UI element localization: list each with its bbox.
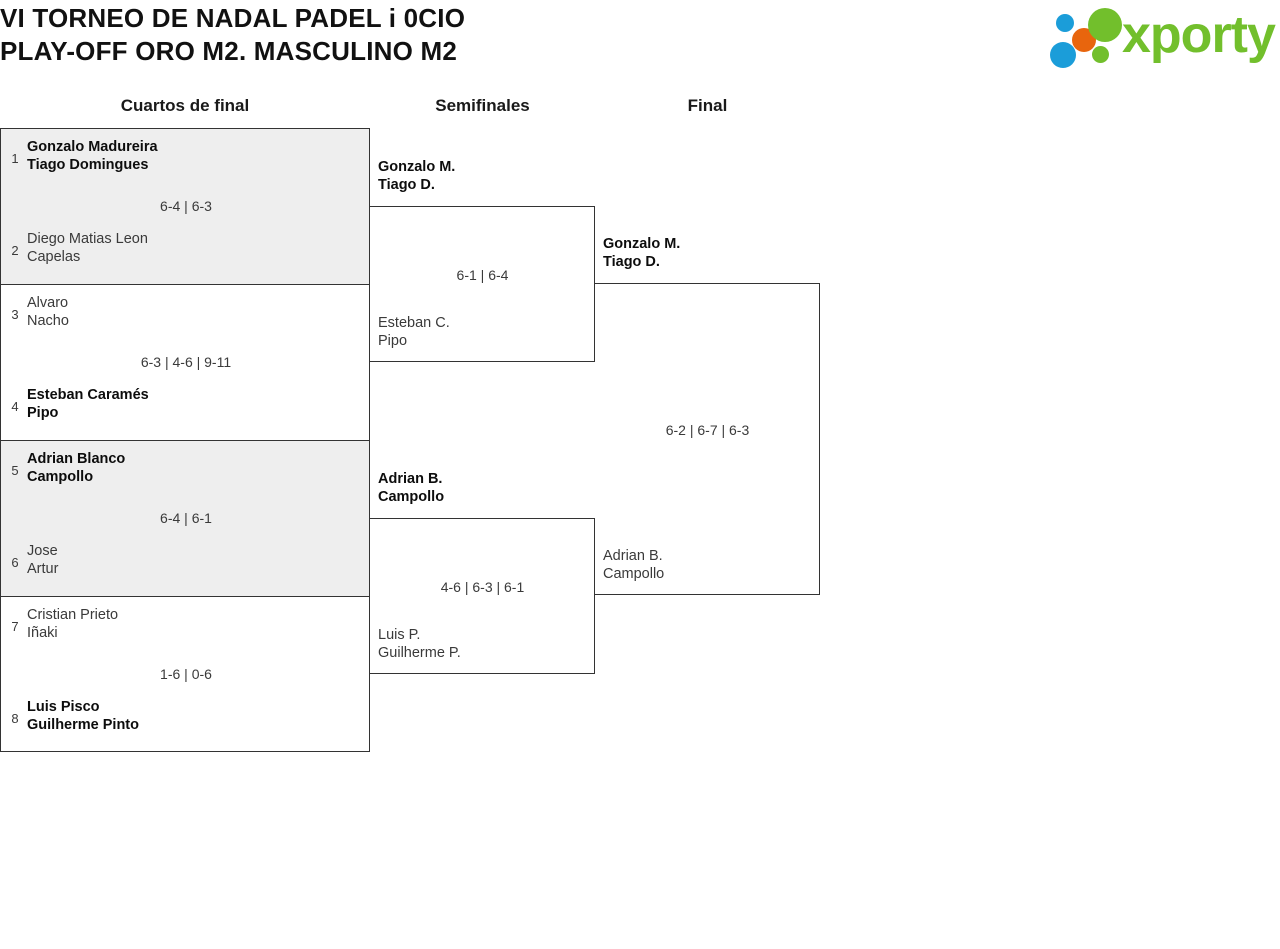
logo-dot-green-small: [1092, 46, 1109, 63]
logo-dots-icon: [1050, 6, 1128, 68]
match-slot-top[interactable]: Gonzalo M. Tiago D.: [378, 158, 588, 194]
match-score: 4-6 | 6-3 | 6-1: [440, 579, 525, 595]
page-title: VI TORNEO DE NADAL PADEL i 0CIO: [0, 3, 466, 33]
player-name-1: Gonzalo M.: [378, 159, 456, 175]
match-slot-bottom[interactable]: 2 Diego Matias Leon Capelas: [1, 230, 371, 276]
player-names: Adrian Blanco Campollo: [27, 450, 357, 486]
match-quarterfinal-1[interactable]: 1 Gonzalo Madureira Tiago Domingues 6-4 …: [0, 128, 370, 284]
page-header: VI TORNEO DE NADAL PADEL i 0CIO PLAY-OFF…: [0, 0, 1280, 88]
player-name-1: Gonzalo Madureira: [27, 139, 158, 155]
player-name-1: Jose: [27, 543, 58, 559]
player-name-2: Capelas: [27, 249, 81, 265]
round-header-semifinals: Semifinales: [435, 96, 530, 115]
player-name-2: Tiago D.: [378, 177, 435, 193]
match-slot-bottom[interactable]: Esteban C. Pipo: [378, 314, 588, 350]
player-names: Esteban Caramés Pipo: [27, 386, 357, 422]
player-names: Cristian Prieto Iñaki: [27, 606, 357, 642]
match-slot-bottom[interactable]: 8 Luis Pisco Guilherme Pinto: [1, 698, 371, 744]
match-slot-top[interactable]: 7 Cristian Prieto Iñaki: [1, 606, 371, 652]
match-slot-bottom[interactable]: Luis P. Guilherme P.: [378, 626, 588, 662]
seed-number: 6: [11, 555, 19, 570]
player-names: Luis Pisco Guilherme Pinto: [27, 698, 357, 734]
seed-number: 8: [11, 711, 19, 726]
match-semifinal-2[interactable]: Adrian B. Campollo 4-6 | 6-3 | 6-1 Luis …: [370, 471, 595, 674]
player-name-2: Pipo: [378, 333, 408, 349]
match-score: 6-3 | 4-6 | 9-11: [140, 354, 232, 370]
tournament-title-block: VI TORNEO DE NADAL PADEL i 0CIO PLAY-OFF…: [0, 2, 900, 68]
player-name-2: Campollo: [27, 469, 94, 485]
page-subtitle: PLAY-OFF ORO M2. MASCULINO M2: [0, 36, 457, 66]
round-header-final: Final: [687, 96, 728, 115]
player-name-1: Cristian Prieto: [27, 607, 119, 623]
match-quarterfinal-2[interactable]: 3 Alvaro Nacho 6-3 | 4-6 | 9-11 4 Esteba…: [0, 284, 370, 440]
player-name-2: Artur: [27, 561, 59, 577]
seed-number: 3: [11, 307, 19, 322]
match-slot-top[interactable]: Gonzalo M. Tiago D.: [603, 235, 813, 271]
player-names: Gonzalo Madureira Tiago Domingues: [27, 138, 357, 174]
match-slot-top[interactable]: Adrian B. Campollo: [378, 470, 588, 506]
match-quarterfinal-4[interactable]: 7 Cristian Prieto Iñaki 1-6 | 0-6 8 Luis…: [0, 596, 370, 752]
player-name-1: Esteban C.: [378, 315, 450, 331]
tournament-bracket: 1 Gonzalo Madureira Tiago Domingues 6-4 …: [0, 128, 1280, 768]
match-slot-bottom[interactable]: Adrian B. Campollo: [603, 547, 813, 583]
match-slot-top[interactable]: 5 Adrian Blanco Campollo: [1, 450, 371, 496]
match-score: 6-4 | 6-1: [160, 510, 212, 526]
match-score: 6-2 | 6-7 | 6-3: [665, 422, 750, 438]
match-slot-top[interactable]: 3 Alvaro Nacho: [1, 294, 371, 340]
match-semifinal-1[interactable]: Gonzalo M. Tiago D. 6-1 | 6-4 Esteban C.…: [370, 159, 595, 362]
logo-dot-green-large: [1088, 8, 1122, 42]
seed-number: 5: [11, 463, 19, 478]
player-name-1: Esteban Caramés: [27, 387, 149, 403]
player-names: Alvaro Nacho: [27, 294, 357, 330]
player-name-1: Diego Matias Leon: [27, 231, 148, 247]
logo-dot-blue-small: [1056, 14, 1074, 32]
seed-number: 4: [11, 399, 19, 414]
player-name-1: Adrian Blanco: [27, 451, 126, 467]
player-name-2: Tiago Domingues: [27, 157, 149, 173]
match-final[interactable]: Gonzalo M. Tiago D. 6-2 | 6-7 | 6-3 Adri…: [595, 236, 820, 595]
player-name-2: Nacho: [27, 313, 69, 329]
match-slot-bottom[interactable]: 4 Esteban Caramés Pipo: [1, 386, 371, 432]
player-name-2: Tiago D.: [603, 254, 660, 270]
match-score: 6-1 | 6-4: [456, 267, 509, 283]
player-name-1: Luis Pisco: [27, 699, 100, 715]
player-name-2: Campollo: [603, 566, 665, 582]
player-names: Diego Matias Leon Capelas: [27, 230, 357, 266]
match-score: 1-6 | 0-6: [160, 666, 212, 682]
match-slot-top[interactable]: 1 Gonzalo Madureira Tiago Domingues: [1, 138, 371, 184]
match-slot-bottom[interactable]: 6 Jose Artur: [1, 542, 371, 588]
seed-number: 2: [11, 243, 19, 258]
match-quarterfinal-3[interactable]: 5 Adrian Blanco Campollo 6-4 | 6-1 6 Jos…: [0, 440, 370, 596]
logo-wordmark: xporty: [1122, 6, 1276, 64]
player-name-2: Pipo: [27, 405, 59, 421]
player-name-1: Adrian B.: [603, 548, 663, 564]
player-name-1: Luis P.: [378, 627, 421, 643]
xporty-logo[interactable]: xporty: [1050, 6, 1278, 68]
player-name-2: Guilherme Pinto: [27, 717, 139, 733]
player-names: Jose Artur: [27, 542, 357, 578]
player-name-1: Alvaro: [27, 295, 69, 311]
seed-number: 1: [11, 151, 19, 166]
seed-number: 7: [11, 619, 19, 634]
round-header-quarterfinals: Cuartos de final: [120, 96, 250, 115]
player-name-1: Adrian B.: [378, 471, 443, 487]
player-name-2: Guilherme P.: [378, 645, 461, 661]
logo-dot-blue-large: [1050, 42, 1076, 68]
player-name-2: Campollo: [378, 489, 445, 505]
player-name-1: Gonzalo M.: [603, 236, 681, 252]
match-score: 6-4 | 6-3: [160, 198, 212, 214]
player-name-2: Iñaki: [27, 625, 58, 641]
